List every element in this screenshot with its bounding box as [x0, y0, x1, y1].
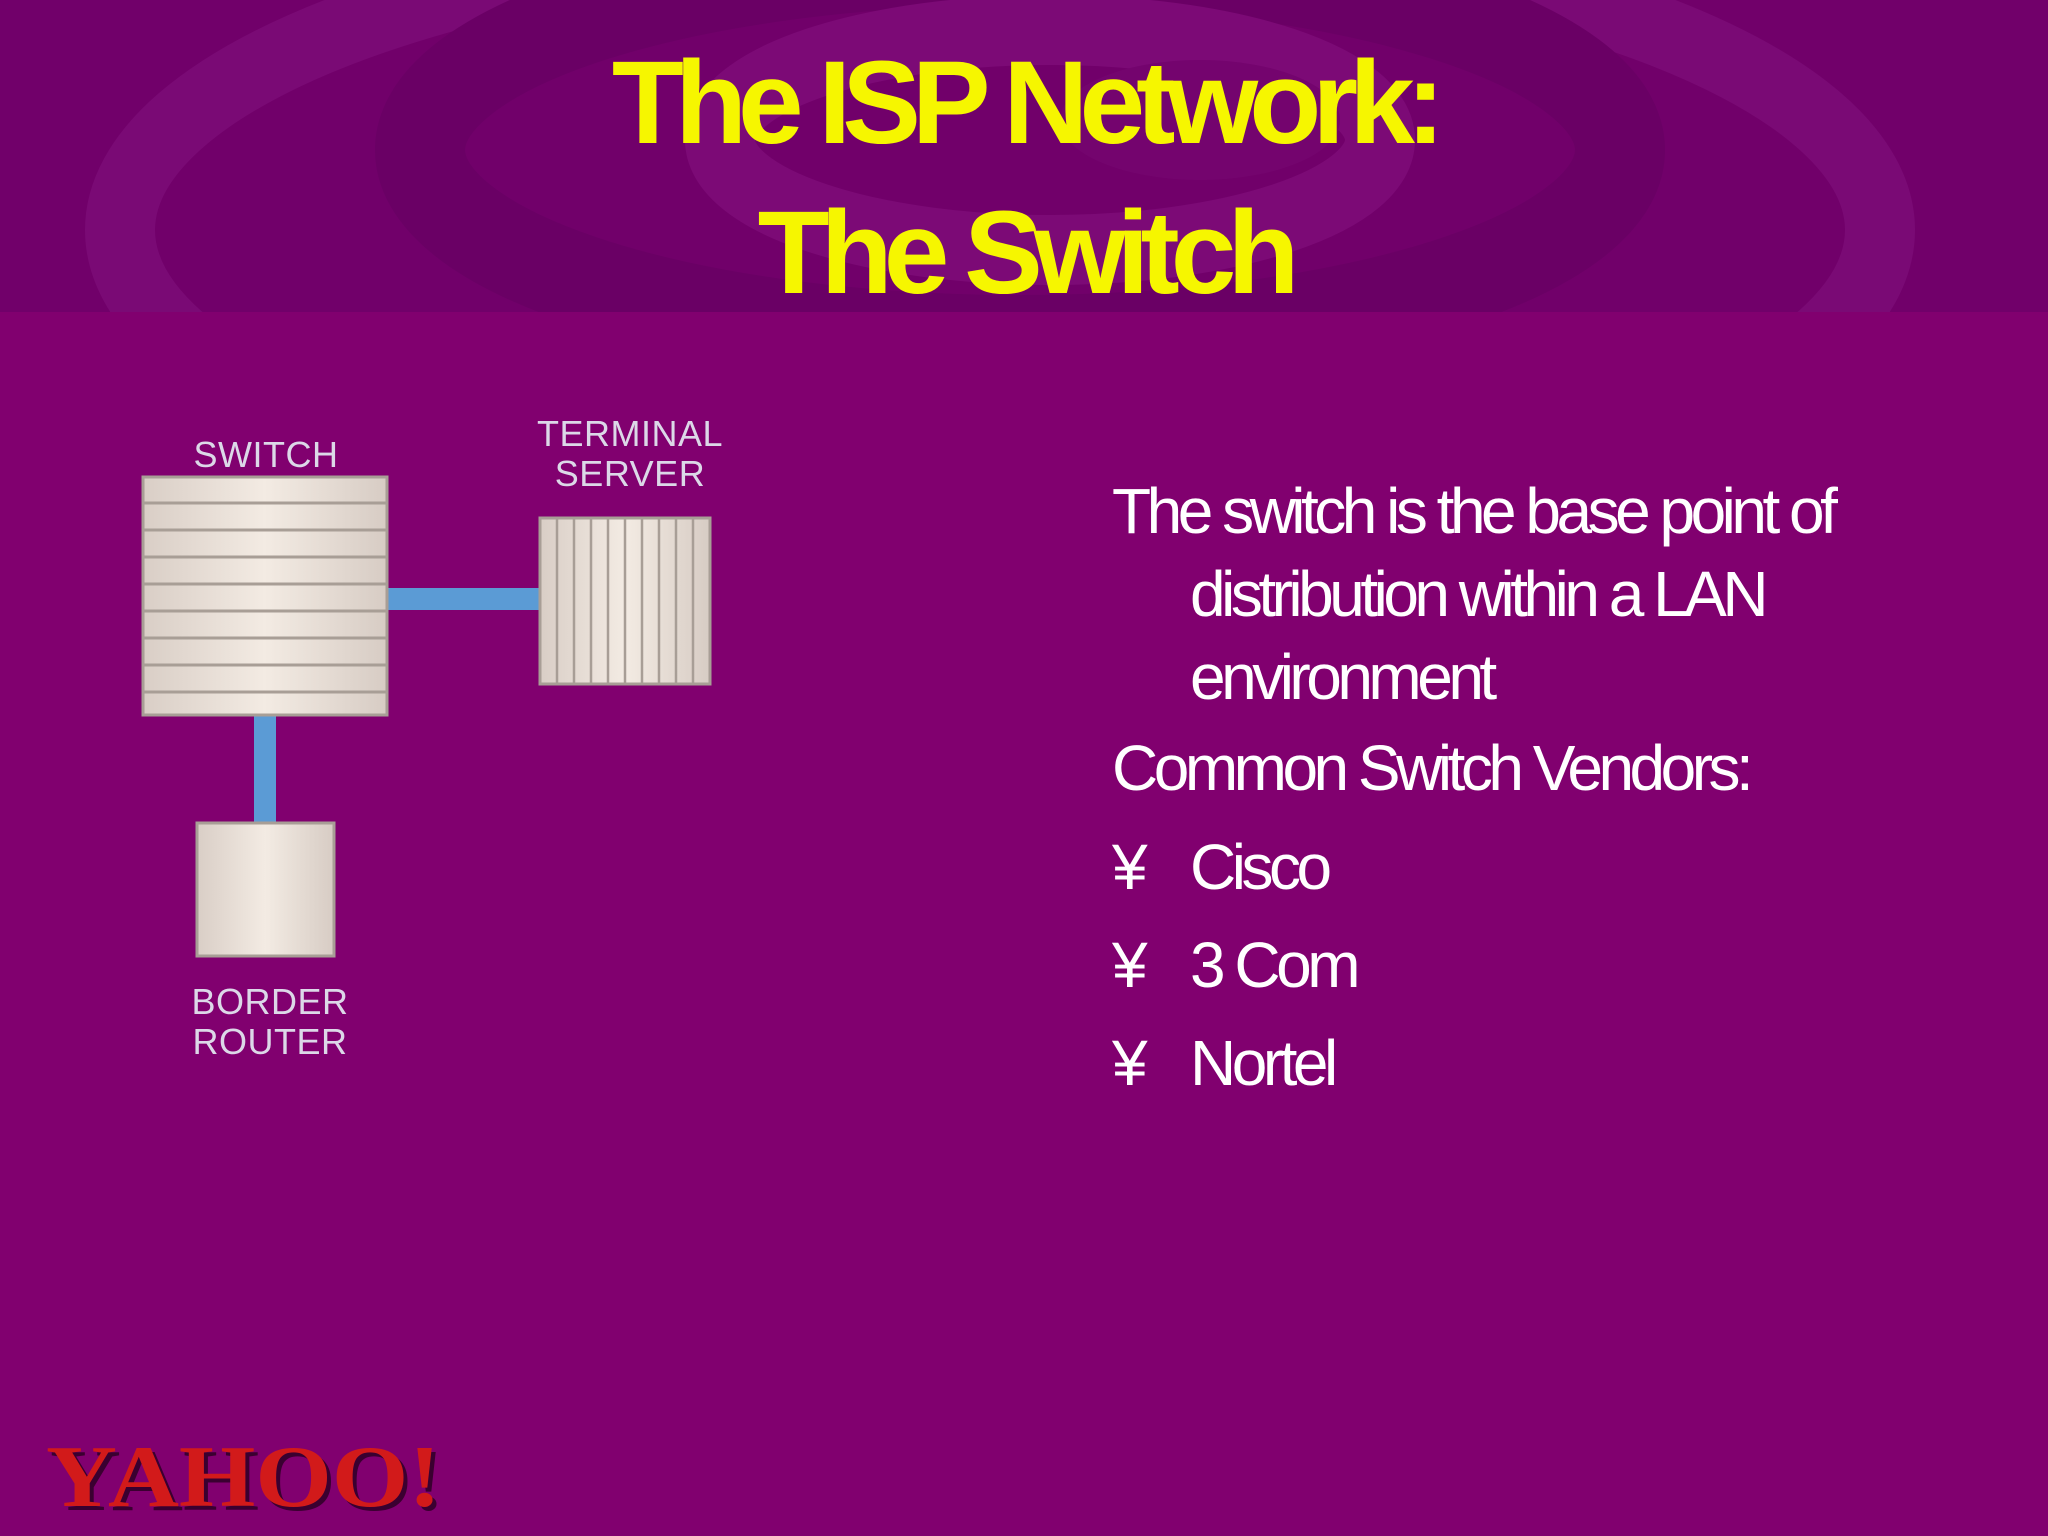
switch-label: SWITCH [176, 435, 356, 475]
vendor-item: ¥ 3 Com [1112, 924, 2012, 1006]
switch-description: The switch is the base point of distribu… [1112, 475, 1838, 713]
yahoo-logo: YAHOO! YAHOO! [46, 1429, 445, 1528]
title-line-1: The ISP Network: [611, 37, 1445, 169]
terminal-server-device [538, 516, 712, 686]
border-router-label-line-2: ROUTER [192, 1021, 348, 1062]
network-diagram [141, 475, 712, 958]
bullet-glyph: ¥ [1112, 831, 1148, 903]
vendor-item: ¥ Nortel [1112, 1022, 2012, 1104]
bullet-glyph: ¥ [1112, 1027, 1148, 1099]
vendor-name: Nortel [1190, 1027, 1338, 1099]
vendor-name: Cisco [1190, 831, 1332, 903]
terminal-server-label-line-1: TERMINAL [536, 413, 724, 454]
title-line-2: The Switch [757, 187, 1300, 319]
switch-device [141, 475, 389, 717]
switch-label-text: SWITCH [193, 434, 339, 475]
content-text: The switch is the base point of distribu… [1112, 470, 2012, 1120]
vendor-item: ¥ Cisco [1112, 826, 2012, 908]
vendors-heading: Common Switch Vendors: [1112, 732, 1754, 804]
link-switch-router [254, 714, 276, 824]
border-router-device [195, 821, 336, 958]
svg-text:YAHOO!: YAHOO! [50, 1433, 445, 1528]
terminal-server-label: TERMINAL SERVER [520, 414, 740, 494]
vendor-name: 3 Com [1190, 929, 1361, 1001]
bullet-glyph: ¥ [1112, 929, 1148, 1001]
svg-text:YAHOO!: YAHOO! [46, 1429, 441, 1526]
link-switch-terminal [386, 588, 540, 610]
terminal-server-label-line-2: SERVER [554, 453, 706, 494]
border-router-label: BORDER ROUTER [172, 982, 368, 1062]
title-banner [0, 0, 2048, 312]
slide-title: The ISP Network: The Switch [0, 28, 2048, 328]
border-router-label-line-1: BORDER [191, 981, 349, 1022]
swirl-decoration [85, 0, 1915, 312]
